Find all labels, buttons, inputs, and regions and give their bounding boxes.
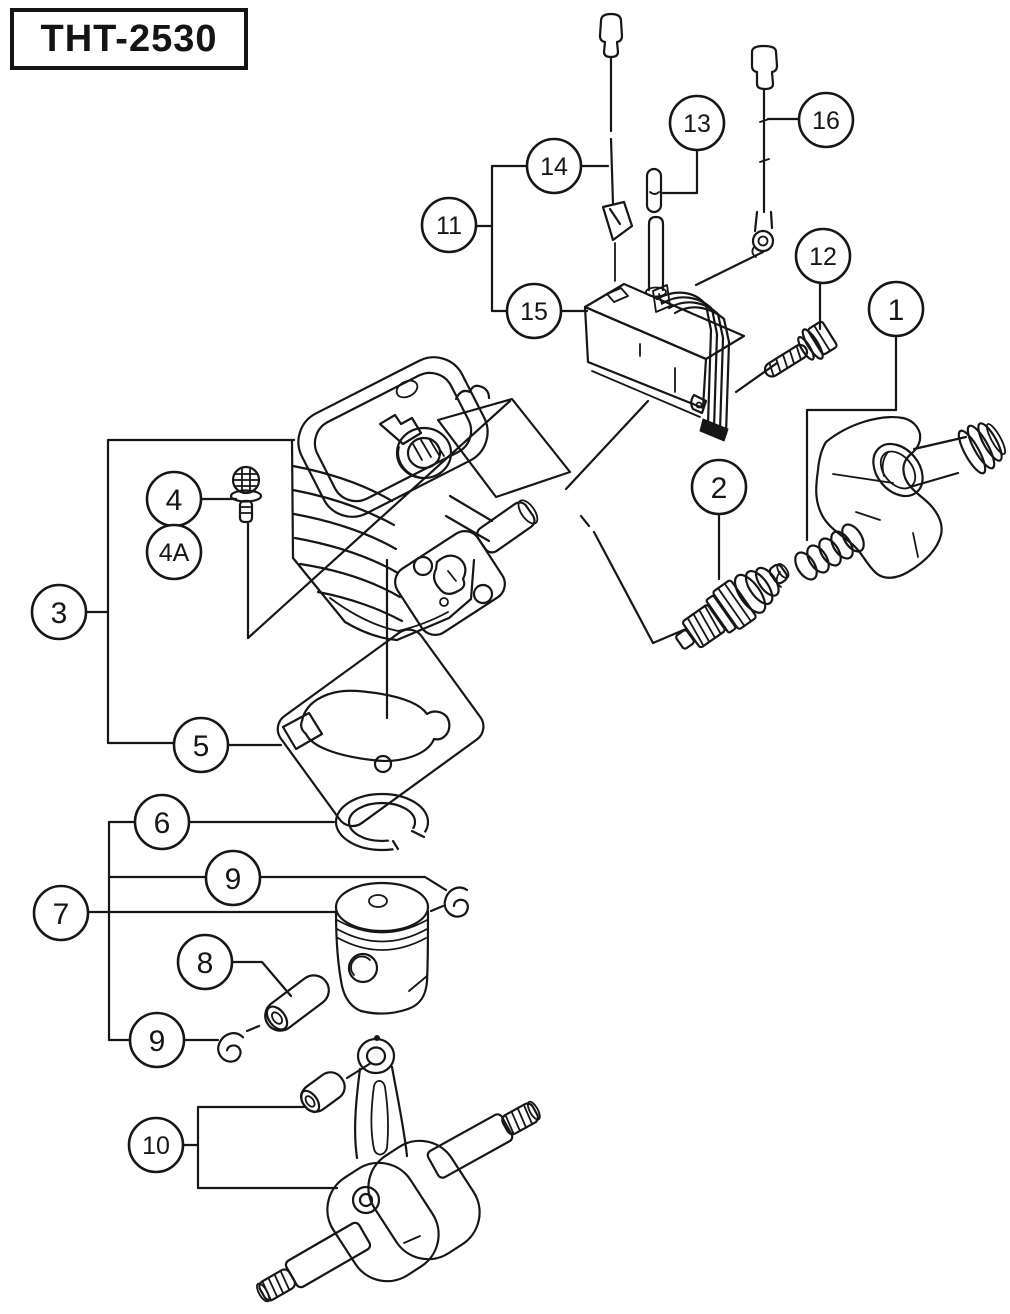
callout-10: 10 bbox=[127, 1116, 185, 1174]
callout-1: 1 bbox=[867, 280, 925, 338]
svg-text:12: 12 bbox=[809, 243, 837, 271]
callout-16: 16 bbox=[797, 91, 855, 149]
part-stop-wire-16 bbox=[750, 44, 779, 258]
callout-12: 12 bbox=[794, 227, 852, 285]
callout-6: 6 bbox=[133, 793, 191, 851]
svg-text:4A: 4A bbox=[159, 539, 190, 567]
callout-2: 2 bbox=[690, 458, 748, 516]
callout-11: 11 bbox=[420, 196, 478, 254]
svg-text:5: 5 bbox=[193, 730, 210, 763]
part-piston-7 bbox=[334, 881, 430, 1015]
svg-text:14: 14 bbox=[540, 153, 568, 181]
part-piston-ring-6 bbox=[334, 792, 445, 864]
part-gasket-5 bbox=[276, 628, 485, 828]
svg-text:6: 6 bbox=[154, 807, 171, 840]
svg-text:7: 7 bbox=[53, 898, 70, 931]
callout-4A: 4A bbox=[145, 523, 203, 581]
svg-text:2: 2 bbox=[711, 472, 728, 505]
part-spark-plug-2 bbox=[675, 563, 790, 650]
svg-text:15: 15 bbox=[520, 298, 548, 326]
callout-9: 9 bbox=[204, 849, 262, 907]
svg-text:8: 8 bbox=[197, 947, 214, 980]
svg-text:11: 11 bbox=[436, 212, 462, 240]
svg-text:10: 10 bbox=[142, 1132, 170, 1160]
svg-text:16: 16 bbox=[812, 107, 840, 135]
part-ht-lead-wire-14 bbox=[598, 12, 634, 282]
part-cylinder-3 bbox=[290, 356, 572, 642]
svg-text:13: 13 bbox=[683, 110, 711, 138]
svg-text:9: 9 bbox=[149, 1025, 166, 1058]
part-circlip-9-right bbox=[443, 886, 469, 918]
callout-4: 4 bbox=[145, 470, 203, 528]
svg-text:9: 9 bbox=[225, 863, 242, 896]
part-bolt-12 bbox=[763, 320, 838, 378]
callout-13: 13 bbox=[668, 94, 726, 152]
svg-text:3: 3 bbox=[51, 597, 68, 630]
svg-text:4: 4 bbox=[166, 484, 183, 517]
callout-9: 9 bbox=[128, 1011, 186, 1069]
part-plug-cover-1 bbox=[775, 416, 1007, 588]
callout-8: 8 bbox=[176, 933, 234, 991]
part-ignition-coil-15 bbox=[583, 215, 746, 442]
part-circlip-9-left bbox=[214, 1029, 246, 1065]
callout-15: 15 bbox=[505, 282, 563, 340]
part-terminal-pin-13 bbox=[645, 167, 663, 214]
svg-text:1: 1 bbox=[888, 294, 905, 327]
callout-14: 14 bbox=[525, 137, 583, 195]
leader-lines bbox=[83, 117, 898, 1190]
callout-3: 3 bbox=[30, 583, 88, 641]
part-crankshaft-10 bbox=[256, 1035, 541, 1303]
model-title-box: THT-2530 bbox=[10, 8, 248, 70]
part-screw-4 bbox=[229, 465, 263, 524]
part-piston-pin-8 bbox=[264, 974, 330, 1032]
callout-5: 5 bbox=[172, 716, 230, 774]
callout-7: 7 bbox=[32, 884, 90, 942]
model-title: THT-2530 bbox=[40, 17, 218, 60]
